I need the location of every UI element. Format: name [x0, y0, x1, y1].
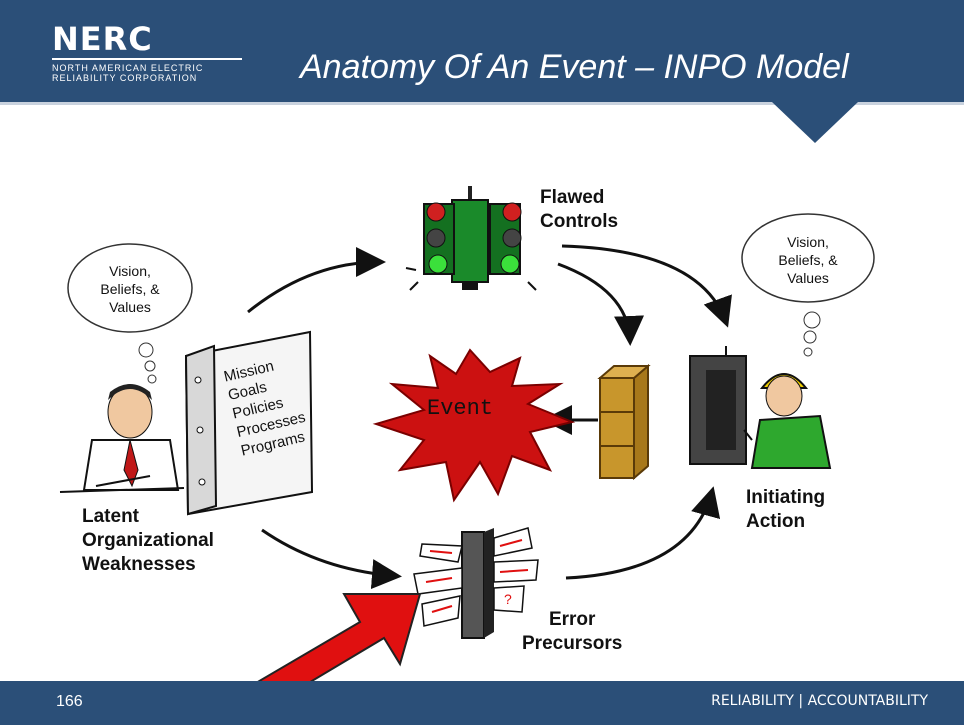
logo-divider — [52, 58, 242, 60]
label-precursors: Precursors — [522, 633, 623, 654]
label-flawed-controls: Flawed Controls — [540, 186, 618, 234]
thought-text-right: Vision, Beliefs, & Values — [758, 233, 858, 287]
logo-subtitle: NORTH AMERICAN ELECTRIC RELIABILITY CORP… — [52, 63, 203, 83]
thought-cloud-left — [67, 243, 193, 384]
page-number: 166 — [56, 693, 83, 710]
traffic-light-icon — [405, 186, 537, 291]
control-panel-icon — [689, 346, 747, 465]
label-latent: Latent — [82, 506, 139, 527]
label-action: Action — [746, 511, 806, 532]
nerc-logo: NERC — [52, 20, 153, 58]
header-pointer — [772, 102, 858, 143]
arrow-to-initiating — [565, 486, 721, 580]
label-error-precursors: Error Precursors — [522, 608, 622, 656]
arrow-to-barrier — [557, 262, 645, 346]
worker-figure-icon — [743, 373, 832, 469]
event-label: Event — [427, 396, 494, 421]
thought-text-left: Vision, Beliefs, & Values — [80, 262, 180, 316]
thought-right-line2: Beliefs, & — [778, 252, 838, 268]
label-initiating-action: Initiating Action — [746, 486, 825, 534]
question-mark: ? — [504, 591, 512, 607]
label-weaknesses: Weaknesses — [82, 554, 196, 575]
label-organizational: Organizational — [82, 530, 214, 551]
logo-subtitle-line1: NORTH AMERICAN ELECTRIC — [52, 63, 204, 73]
binder-icon — [184, 330, 314, 516]
thought-right-line1: Vision, — [787, 234, 829, 250]
label-flawed: Flawed — [540, 187, 605, 208]
arrow-to-action — [561, 244, 732, 328]
manager-figure-icon — [59, 384, 185, 493]
thought-cloud-right — [741, 213, 875, 357]
barrier-blocks-icon — [597, 363, 651, 481]
label-error: Error — [548, 609, 596, 630]
slide-title: Anatomy Of An Event – INPO Model — [300, 48, 849, 86]
arrow-to-controls — [247, 247, 386, 314]
label-initiating: Initiating — [746, 487, 826, 508]
thought-left-line3: Values — [109, 299, 151, 315]
header-bar — [0, 0, 964, 105]
thought-right-line3: Values — [787, 270, 829, 286]
signpost-icon: ? — [413, 527, 539, 639]
thought-left-line2: Beliefs, & — [100, 281, 160, 297]
thought-left-line1: Vision, — [109, 263, 151, 279]
label-latent-weaknesses: Latent Organizational Weaknesses — [82, 505, 214, 577]
label-controls: Controls — [540, 211, 619, 232]
arrow-to-precursors — [261, 528, 402, 590]
event-splat-icon — [372, 348, 576, 503]
footer-tagline: RELIABILITY | ACCOUNTABILITY — [711, 693, 928, 709]
logo-subtitle-line2: RELIABILITY CORPORATION — [52, 73, 198, 83]
footer-bar — [0, 681, 964, 725]
